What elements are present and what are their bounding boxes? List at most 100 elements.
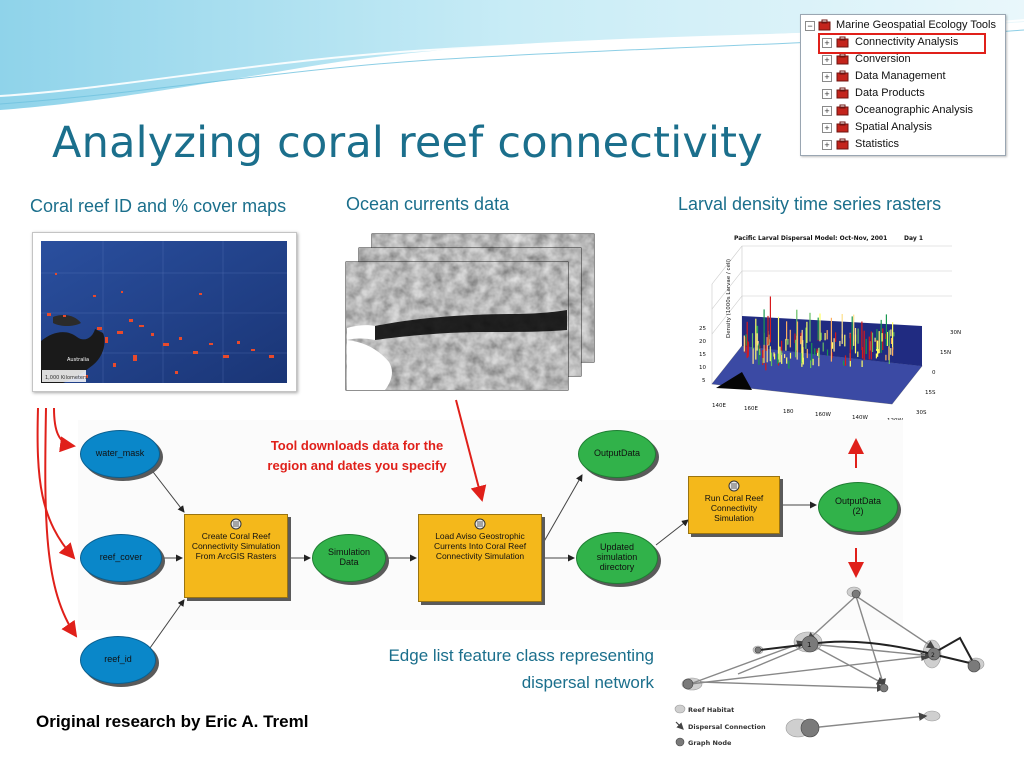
- z-tick-5: 5: [702, 378, 706, 384]
- map-australia-label: Australia: [67, 357, 89, 363]
- expand-icon[interactable]: +: [822, 38, 832, 48]
- reef-id-input[interactable]: reef_id: [80, 636, 156, 684]
- connectivity-analysis-highlight: [818, 33, 986, 54]
- z-tick-25: 25: [699, 326, 706, 332]
- edge-list-caption: Edge list feature class representing dis…: [300, 642, 654, 696]
- run-tool-line2: Connectivity: [710, 502, 758, 513]
- water-mask-label: water_mask: [95, 448, 145, 459]
- y-tick-15s: 15S: [925, 390, 936, 396]
- reef-habitat-legend-icon: [674, 704, 686, 714]
- toolbox-item-label: Data Products: [855, 87, 925, 99]
- red-toolbox-icon: [836, 70, 849, 82]
- expand-icon[interactable]: +: [822, 55, 832, 65]
- create-tool-line2: Connectivity Simulation: [191, 540, 281, 551]
- expand-icon[interactable]: +: [822, 140, 832, 150]
- water-mask-input[interactable]: water_mask: [80, 430, 160, 478]
- run-simulation-tool[interactable]: Run Coral Reef Connectivity Simulation: [688, 476, 780, 534]
- y-tick-0: 0: [932, 370, 936, 376]
- expand-icon[interactable]: +: [822, 123, 832, 133]
- tool-note-line1: Tool downloads data for the: [270, 438, 444, 453]
- research-credit: Original research by Eric A. Treml: [36, 712, 309, 731]
- dispersal-network-svg: 1 2 Reef Habitat Dispersal Connection Gr…: [674, 586, 985, 747]
- toolbox-item-oceanographic-analysis[interactable]: +Oceanographic Analysis: [801, 103, 1005, 120]
- expand-icon[interactable]: +: [822, 72, 832, 82]
- edge-list-line2: dispersal network: [521, 673, 654, 693]
- load-aviso-currents-tool[interactable]: Load Aviso Geostrophic Currents Into Cor…: [418, 514, 542, 602]
- graph-node-legend-icon: [675, 737, 685, 747]
- create-simulation-tool[interactable]: Create Coral Reef Connectivity Simulatio…: [184, 514, 288, 598]
- simulation-data-line1: Simulation: [327, 547, 371, 558]
- x-tick-180: 180: [783, 409, 794, 415]
- load-tool-line3: Connectivity Simulation: [435, 550, 525, 561]
- caption-larval-density: Larval density time series rasters: [678, 194, 942, 214]
- x-tick-140e: 140E: [712, 403, 726, 409]
- legend-dispersal-connection: Dispersal Connection: [688, 723, 766, 731]
- tool-note-line2: region and dates you specify: [267, 458, 447, 474]
- ocean-currents-rasters: [345, 232, 597, 394]
- expand-icon[interactable]: +: [822, 106, 832, 116]
- toolbox-root-label: Marine Geospatial Ecology Tools: [836, 19, 996, 31]
- larval-density-chart: Pacific Larval Dispersal Model: Oct-Nov,…: [682, 224, 972, 434]
- toolbox-item-statistics[interactable]: + Statistics: [801, 137, 1005, 154]
- x-tick-160e: 160E: [744, 406, 758, 412]
- updated-dir-line1: Updated: [599, 542, 635, 553]
- toolbox-item-data-management[interactable]: + Data Management: [801, 69, 1005, 86]
- script-tool-icon: [230, 518, 242, 530]
- updated-dir-line2: simulation: [596, 552, 638, 563]
- caption-ocean-currents: Ocean currents data: [346, 194, 510, 214]
- z-tick-15: 15: [699, 352, 706, 358]
- coral-reef-map-image: 1,000 Kilometers Australia: [41, 241, 287, 383]
- tool-download-note: Tool downloads data for the region and d…: [250, 436, 464, 476]
- dispersal-network: 1 2 Reef Habitat Dispersal Connection Gr…: [670, 578, 1000, 758]
- reef-cover-label: reef_cover: [99, 552, 143, 563]
- legend-reef-habitat: Reef Habitat: [688, 706, 734, 714]
- chart3d-title: Pacific Larval Dispersal Model: Oct-Nov,…: [734, 235, 887, 242]
- y-tick-30n: 30N: [950, 330, 961, 336]
- toolbox-item-connectivity-analysis[interactable]: + Connectivity Analysis: [801, 35, 1005, 52]
- toolbox-item-label: Data Management: [855, 70, 946, 82]
- red-toolbox-icon: [836, 138, 849, 150]
- toolbox-root[interactable]: − Marine Geospatial Ecology Tools: [801, 18, 1005, 35]
- expand-icon[interactable]: +: [822, 89, 832, 99]
- load-tool-line2: Currents Into Coral Reef: [433, 540, 527, 551]
- red-toolbox-icon: [836, 121, 849, 133]
- caption-coral-maps: Coral reef ID and % cover maps: [30, 196, 287, 216]
- run-tool-line3: Simulation: [714, 512, 754, 523]
- toolbox-item-label: Connectivity Analysis: [855, 36, 959, 48]
- red-toolbox-icon: [836, 104, 849, 116]
- output-data-label: OutputData: [593, 448, 641, 459]
- toolbox-item-conversion[interactable]: +Conversion: [801, 52, 1005, 69]
- red-toolbox-icon: [818, 19, 831, 31]
- z-tick-10: 10: [699, 365, 706, 371]
- create-tool-line1: Create Coral Reef: [201, 531, 271, 541]
- y-tick-30s: 30S: [916, 410, 927, 416]
- script-tool-icon: [728, 480, 740, 492]
- output-data[interactable]: OutputData: [578, 430, 656, 478]
- updated-dir-line3: directory: [599, 561, 635, 572]
- y-tick-15n: 15N: [940, 350, 951, 356]
- chart3d-zlabel: Density (1000s Larvae / cell): [726, 259, 732, 338]
- create-tool-line3: From ArcGIS Rasters: [195, 550, 277, 561]
- reef-cover-input[interactable]: reef_cover: [80, 534, 162, 582]
- red-toolbox-icon: [836, 36, 849, 48]
- reef-id-label: reef_id: [104, 654, 132, 665]
- run-tool-line1: Run Coral Reef: [704, 493, 764, 503]
- node-label-2: 2: [931, 652, 935, 659]
- toolbox-item-data-products[interactable]: + Data Products: [801, 86, 1005, 103]
- toolbox-item-label: Statistics: [855, 138, 900, 150]
- dispersal-connection-legend-icon: [675, 721, 684, 730]
- load-tool-line1: Load Aviso Geostrophic: [435, 531, 525, 541]
- coral-reef-map: 1,000 Kilometers Australia: [32, 232, 297, 392]
- x-tick-140w: 140W: [852, 415, 868, 421]
- output-data2-line2: (2): [852, 506, 864, 516]
- simulation-data-line2: Data: [339, 557, 359, 567]
- red-toolbox-icon: [836, 53, 849, 65]
- toolbox-item-label: Spatial Analysis: [855, 121, 933, 133]
- toolbox-item-spatial-analysis[interactable]: + Spatial Analysis: [801, 120, 1005, 137]
- output-data-2[interactable]: OutputData(2): [818, 482, 898, 532]
- collapse-icon[interactable]: −: [805, 21, 815, 31]
- edge-list-line1: Edge list feature class representing: [388, 646, 654, 665]
